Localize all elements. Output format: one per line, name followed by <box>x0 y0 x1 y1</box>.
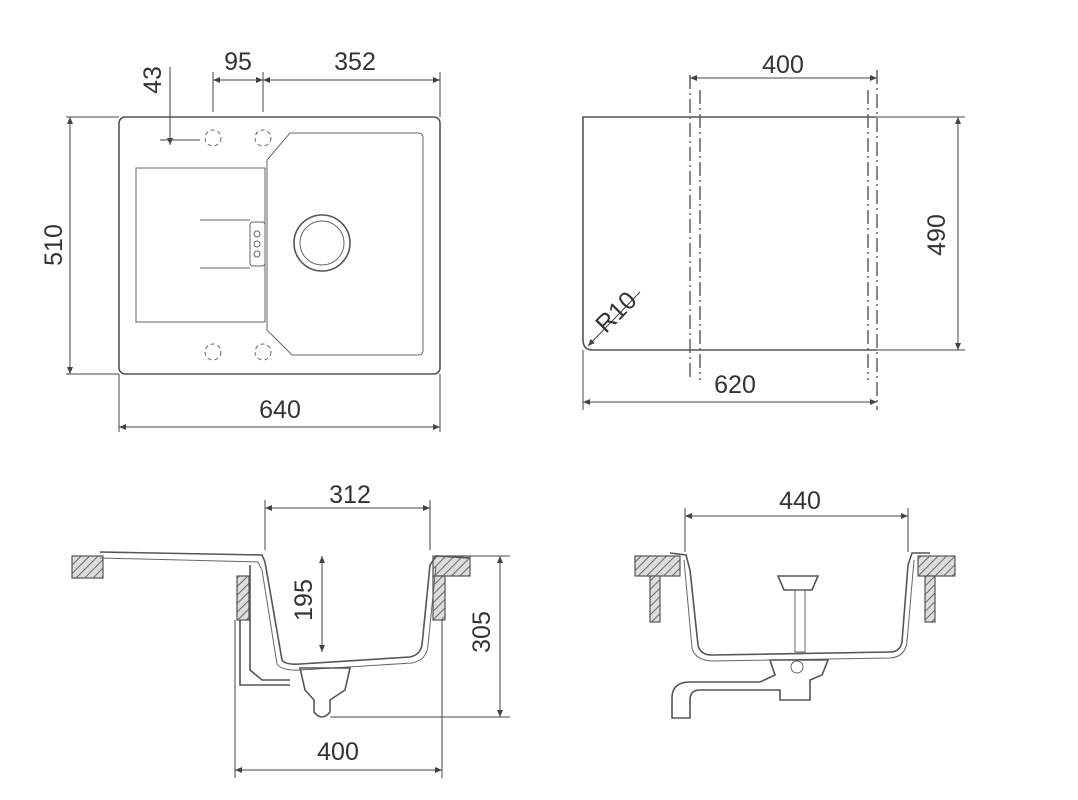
dim-195: 195 <box>290 579 318 621</box>
drain-trap-side <box>671 659 830 719</box>
drain-icon <box>293 214 351 272</box>
cutout-view: 400 490 620 R10 <box>582 51 965 410</box>
cutout-outline <box>582 116 877 351</box>
dim-620: 620 <box>714 371 756 399</box>
dim-312: 312 <box>329 481 371 509</box>
dim-440: 440 <box>779 487 821 515</box>
dim-95: 95 <box>224 48 252 76</box>
bowl-outline <box>266 132 424 356</box>
drain-plug <box>776 575 820 591</box>
drain-trap <box>298 667 352 718</box>
sink-outline <box>118 116 441 375</box>
side-section: 440 <box>634 487 956 719</box>
dim-510: 510 <box>40 224 68 266</box>
dim-400-cutout: 400 <box>762 51 804 79</box>
dim-305: 305 <box>468 611 496 653</box>
tap-holes <box>204 129 272 361</box>
overflow <box>200 219 266 269</box>
bowl-section: 312 195 305 400 <box>71 481 510 778</box>
top-view: 510 640 95 352 43 <box>40 48 441 432</box>
bowl-profile-side <box>669 552 930 656</box>
overflow-pipe <box>239 565 290 686</box>
dim-352: 352 <box>334 48 376 76</box>
dim-640: 640 <box>259 396 301 424</box>
dim-400-cabinet: 400 <box>317 738 359 766</box>
dim-490: 490 <box>923 214 951 256</box>
dim-r10: R10 <box>590 286 642 338</box>
dim-43: 43 <box>139 66 167 94</box>
bowl-profile <box>99 551 471 665</box>
drainer-area <box>135 167 266 323</box>
